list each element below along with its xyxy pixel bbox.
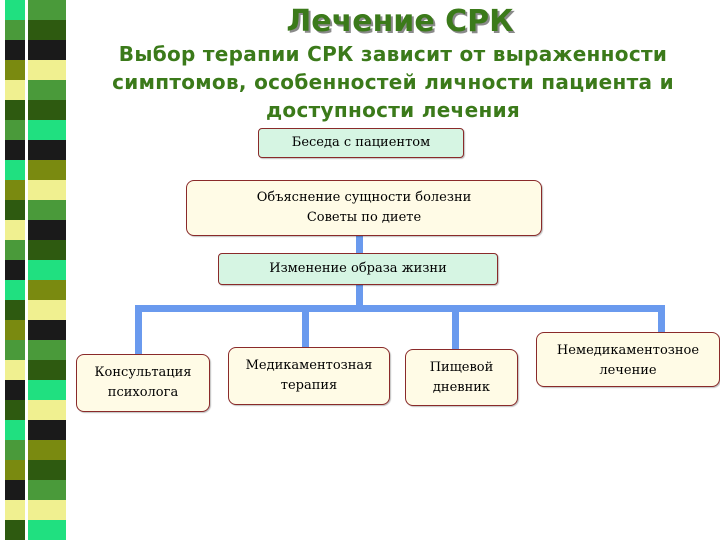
- node-drug-therapy: Медикаментозная терапия: [228, 347, 390, 405]
- stripe-segment-inner: [5, 80, 25, 100]
- stripe-segment-inner: [5, 300, 25, 320]
- stripe-segment-inner: [5, 220, 25, 240]
- stripe-segment-inner: [5, 240, 25, 260]
- stripe-segment: [28, 480, 66, 500]
- node-nondrug-line1: Немедикаментозное: [556, 343, 700, 358]
- node-psych-line1: Консультация: [94, 365, 192, 380]
- node-lifestyle-change: Изменение образа жизни: [218, 253, 498, 285]
- stripe-segment-inner: [5, 160, 25, 180]
- stripe-segment-inner: [5, 20, 25, 40]
- node-talk-label: Беседа с пациентом: [291, 135, 431, 150]
- stripe-segment: [28, 140, 66, 160]
- slide-title: Лечение СРК: [286, 4, 514, 39]
- stripe-segment: [28, 420, 66, 440]
- stripe-segment-inner: [5, 140, 25, 160]
- stripe-segment-inner: [5, 340, 25, 360]
- stripe-segment-inner: [5, 40, 25, 60]
- stripe-segment-inner: [5, 500, 25, 520]
- node-diary-line2: дневник: [432, 379, 491, 395]
- decorative-stripe-band-inner: [5, 0, 25, 540]
- stripe-segment: [28, 440, 66, 460]
- node-diary-line1: Пищевой: [429, 359, 494, 375]
- connector-drop-diary: [452, 305, 459, 352]
- stripe-segment-inner: [5, 280, 25, 300]
- stripe-segment: [28, 260, 66, 280]
- stripe-segment: [28, 360, 66, 380]
- decorative-stripe-band: [28, 0, 66, 540]
- stripe-segment: [28, 520, 66, 540]
- node-drug-line2: терапия: [280, 378, 338, 393]
- stripe-segment-inner: [5, 520, 25, 540]
- stripe-segment: [28, 0, 66, 20]
- stripe-segment: [28, 120, 66, 140]
- stripe-segment: [28, 180, 66, 200]
- stripe-segment: [28, 380, 66, 400]
- stripe-segment-inner: [5, 320, 25, 340]
- stripe-segment-inner: [5, 0, 25, 20]
- stripe-segment: [28, 20, 66, 40]
- stripe-segment: [28, 100, 66, 120]
- stripe-segment: [28, 300, 66, 320]
- connector-drop-psych: [135, 305, 142, 357]
- stripe-segment-inner: [5, 440, 25, 460]
- stripe-segment-inner: [5, 400, 25, 420]
- stripe-segment: [28, 40, 66, 60]
- stripe-segment-inner: [5, 120, 25, 140]
- stripe-segment-inner: [5, 420, 25, 440]
- node-talk-with-patient: Беседа с пациентом: [258, 128, 464, 158]
- node-drug-line1: Медикаментозная: [245, 358, 373, 373]
- connector-horizontal-bar: [135, 305, 665, 312]
- stripe-segment-inner: [5, 260, 25, 280]
- node-explanation: Объяснение сущности болезни Советы по ди…: [186, 180, 542, 236]
- stripe-segment-inner: [5, 60, 25, 80]
- node-psychologist-consultation: Консультация психолога: [76, 354, 210, 412]
- stripe-segment: [28, 500, 66, 520]
- node-lifestyle-label: Изменение образа жизни: [269, 261, 447, 276]
- node-food-diary: Пищевой дневник: [405, 349, 518, 406]
- stripe-segment: [28, 200, 66, 220]
- slide-subtitle: Выбор терапии СРК зависит от выраженност…: [112, 42, 674, 122]
- stripe-segment: [28, 160, 66, 180]
- stripe-segment: [28, 340, 66, 360]
- stripe-segment: [28, 80, 66, 100]
- stripe-segment-inner: [5, 200, 25, 220]
- stripe-segment: [28, 60, 66, 80]
- stripe-segment-inner: [5, 100, 25, 120]
- stripe-segment-inner: [5, 460, 25, 480]
- stripe-segment-inner: [5, 480, 25, 500]
- stripe-segment: [28, 400, 66, 420]
- stripe-segment-inner: [5, 380, 25, 400]
- stripe-segment-inner: [5, 360, 25, 380]
- node-psych-line2: психолога: [107, 385, 179, 400]
- stripe-segment-inner: [5, 180, 25, 200]
- stripe-segment: [28, 280, 66, 300]
- node-explanation-line2: Советы по диете: [306, 210, 422, 225]
- connector-drop-drug: [302, 305, 309, 350]
- node-explanation-line1: Объяснение сущности болезни: [256, 190, 472, 205]
- stripe-segment: [28, 320, 66, 340]
- node-non-drug-treatment: Немедикаментозное лечение: [536, 332, 720, 387]
- connector-drop-nondrug: [658, 305, 665, 335]
- stripe-segment: [28, 460, 66, 480]
- node-nondrug-line2: лечение: [599, 363, 657, 378]
- stripe-segment: [28, 220, 66, 240]
- stripe-segment: [28, 240, 66, 260]
